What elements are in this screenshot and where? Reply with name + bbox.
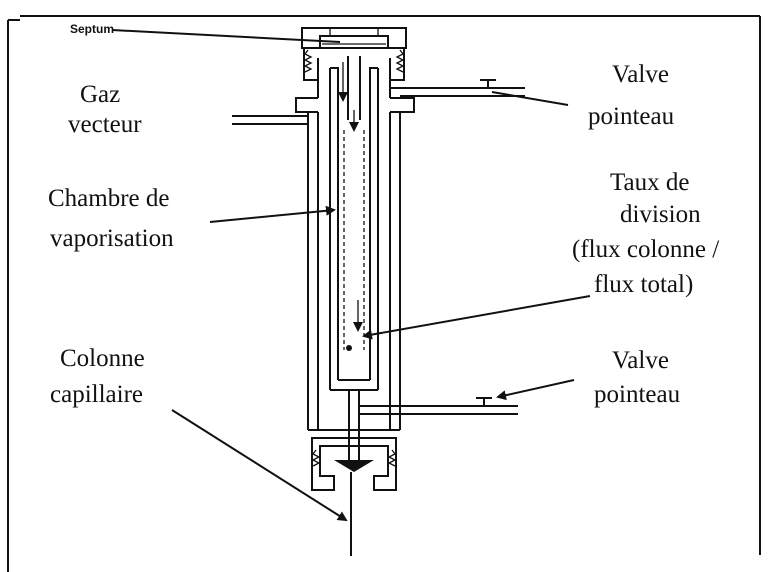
svg-text:Valve: Valve [612,61,669,88]
svg-text:Gaz: Gaz [80,81,120,108]
label-septum: Septum [70,22,114,36]
gas-inlet-pipe [232,115,308,125]
top-valve-pipe [390,79,525,97]
taux-leader [362,295,591,340]
svg-text:Taux de: Taux de [610,169,689,196]
svg-text:pointeau: pointeau [588,103,675,130]
svg-text:flux total): flux total) [594,271,693,298]
bottom-valve-pipe [360,397,518,415]
svg-text:capillaire: capillaire [50,381,143,408]
svg-text:Colonne: Colonne [60,345,145,372]
chambre-leader [209,205,336,223]
svg-text:Chambre de: Chambre de [48,185,169,212]
label-taux: Taux de division (flux colonne / flux to… [572,169,719,298]
svg-text:(flux colonne /: (flux colonne / [572,236,719,263]
svg-text:vaporisation: vaporisation [50,225,174,252]
valve-top-leader [491,91,569,106]
septum [319,35,389,49]
label-colonne: Colonne capillaire [50,345,145,408]
leader-lines [111,29,591,522]
frame [7,15,761,572]
valve-bottom-leader [496,379,575,401]
label-valve-bottom: Valve pointeau [594,347,681,408]
injector-body [232,27,525,556]
colonne-leader [171,409,348,522]
svg-text:division: division [620,201,701,228]
svg-text:pointeau: pointeau [594,381,681,408]
svg-text:Valve: Valve [612,347,669,374]
svg-text:vecteur: vecteur [68,111,142,138]
label-chambre: Chambre de vaporisation [48,185,174,252]
septum-leader [111,29,341,43]
label-valve-top: Valve pointeau [588,61,675,130]
label-gaz-vecteur: Gaz vecteur [68,81,142,138]
